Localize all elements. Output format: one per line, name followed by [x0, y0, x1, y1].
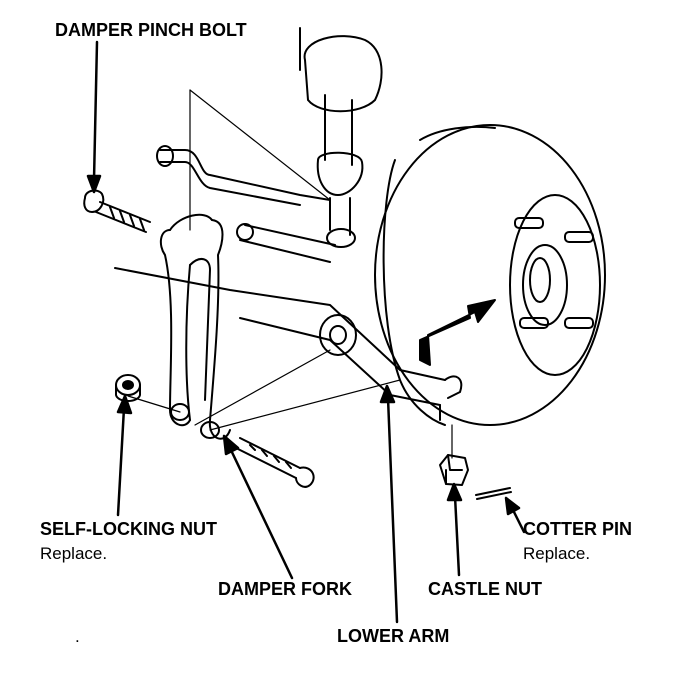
- cotter-pin: [475, 487, 512, 500]
- stabilizer-bar: [156, 145, 336, 263]
- castle-nut: [439, 454, 469, 486]
- lower-arm-label: LOWER ARM: [337, 626, 450, 646]
- self-locking-nut-label: SELF-LOCKING NUT: [40, 519, 217, 539]
- stray-dot: .: [75, 627, 80, 646]
- self-locking-nut-note: Replace.: [40, 544, 108, 563]
- cotter-pin-label: COTTER PIN: [523, 519, 633, 539]
- castle-nut-label: CASTLE NUT: [428, 579, 542, 599]
- cotter-pin-note: Replace.: [523, 544, 591, 563]
- lower-arm: [114, 267, 463, 421]
- brake-disc: [374, 124, 606, 426]
- rotation-arrow: [419, 299, 496, 366]
- callout-arrows: [86, 40, 526, 624]
- damper-lower-bolt: [235, 437, 315, 488]
- damper-fork: [159, 213, 231, 440]
- assembly-lines: [127, 89, 453, 459]
- strut-assembly: [299, 27, 383, 248]
- self-locking-nut: [115, 374, 141, 402]
- damper-fork-label: DAMPER FORK: [218, 579, 352, 599]
- damper-pinch-bolt-label: DAMPER PINCH BOLT: [55, 20, 247, 40]
- damper-pinch-bolt: [83, 189, 151, 233]
